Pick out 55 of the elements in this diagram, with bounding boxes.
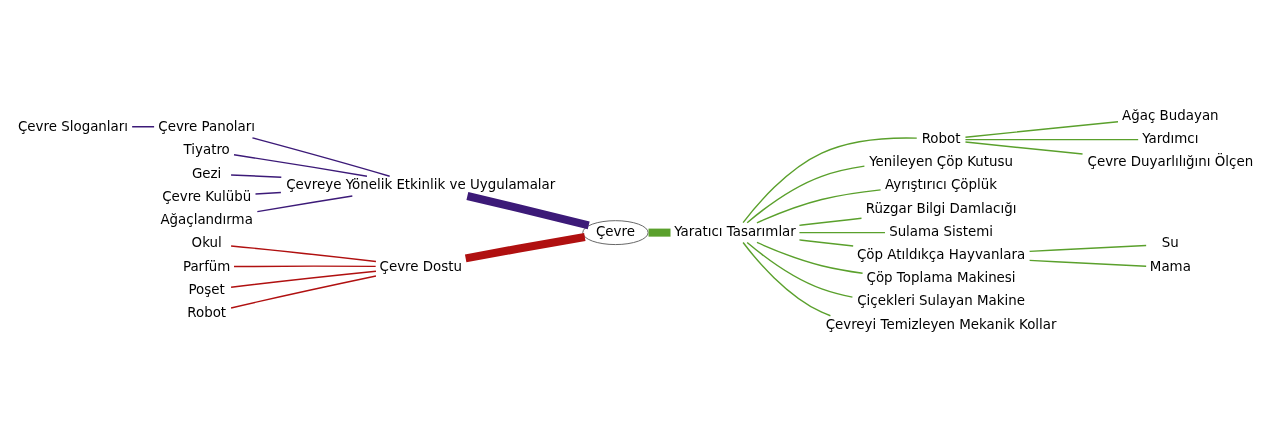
node-text: Çevre Dostu	[379, 258, 462, 274]
node-text: Yenileyen Çöp Kutusu	[869, 153, 1013, 169]
node-text: Ağaç Budayan	[1122, 107, 1219, 123]
node-text: Su	[1161, 234, 1179, 250]
node-text: Çevre Kulübü	[162, 188, 252, 204]
connector	[798, 231, 886, 233]
connector	[742, 136, 918, 223]
node-text: Robot	[187, 304, 227, 320]
node-text: Çevreyi Temizleyen Mekanik Kollar	[825, 316, 1057, 332]
connector	[1028, 244, 1147, 252]
connector	[756, 241, 864, 274]
connector	[230, 244, 377, 262]
connector	[466, 191, 590, 229]
connector	[798, 238, 854, 247]
node-text: Çevreye Yönelik Etkinlik ve Uygulamalar	[286, 176, 556, 192]
node-text: Çevre Duyarlılığını Ölçen	[1087, 153, 1254, 169]
node-text: Tiyatro	[183, 141, 230, 157]
connector	[233, 153, 368, 177]
connector	[254, 191, 282, 195]
connector	[746, 164, 866, 223]
node-text: Rüzgar Bilgi Damlacığı	[865, 200, 1017, 216]
connector	[756, 188, 882, 223]
node-text: Çevre Panoları	[158, 118, 256, 134]
connector	[648, 228, 671, 237]
connector	[964, 140, 1084, 155]
node-text: Sulama Sistemi	[889, 223, 994, 239]
node-text: Çöp Atıldıkça Hayvanlara	[856, 246, 1026, 262]
connector	[798, 217, 863, 226]
connector	[230, 274, 377, 309]
node-text: Gezi	[191, 165, 222, 181]
connector	[746, 241, 854, 298]
connector	[1028, 259, 1147, 267]
node-text: Çevre Sloganları	[18, 118, 129, 134]
connector	[230, 269, 377, 288]
connector	[230, 173, 282, 178]
node-text: Yardımcı	[1142, 130, 1199, 146]
connector	[233, 264, 377, 267]
node-text: Parfüm	[182, 258, 231, 274]
connector	[964, 138, 1139, 140]
node-text: Poşet	[188, 281, 225, 297]
node-text: Okul	[191, 234, 222, 250]
node-ellipse: Çevre	[582, 219, 649, 245]
connector	[964, 120, 1119, 138]
node-text: Çiçekleri Sulayan Makine	[857, 292, 1025, 308]
connector	[251, 136, 391, 177]
node-text: Çöp Toplama Makinesi	[866, 269, 1016, 285]
node-text: Ayrıştırıcı Çöplük	[885, 176, 998, 192]
connector	[131, 125, 155, 127]
node-text: Robot	[921, 130, 961, 146]
connector	[256, 194, 354, 212]
connector	[464, 232, 586, 262]
node-text: Yaratıcı Tasarımlar	[674, 223, 796, 239]
node-text: Mama	[1149, 258, 1191, 274]
connector	[742, 241, 832, 316]
node-text: Ağaçlandırma	[160, 211, 253, 227]
